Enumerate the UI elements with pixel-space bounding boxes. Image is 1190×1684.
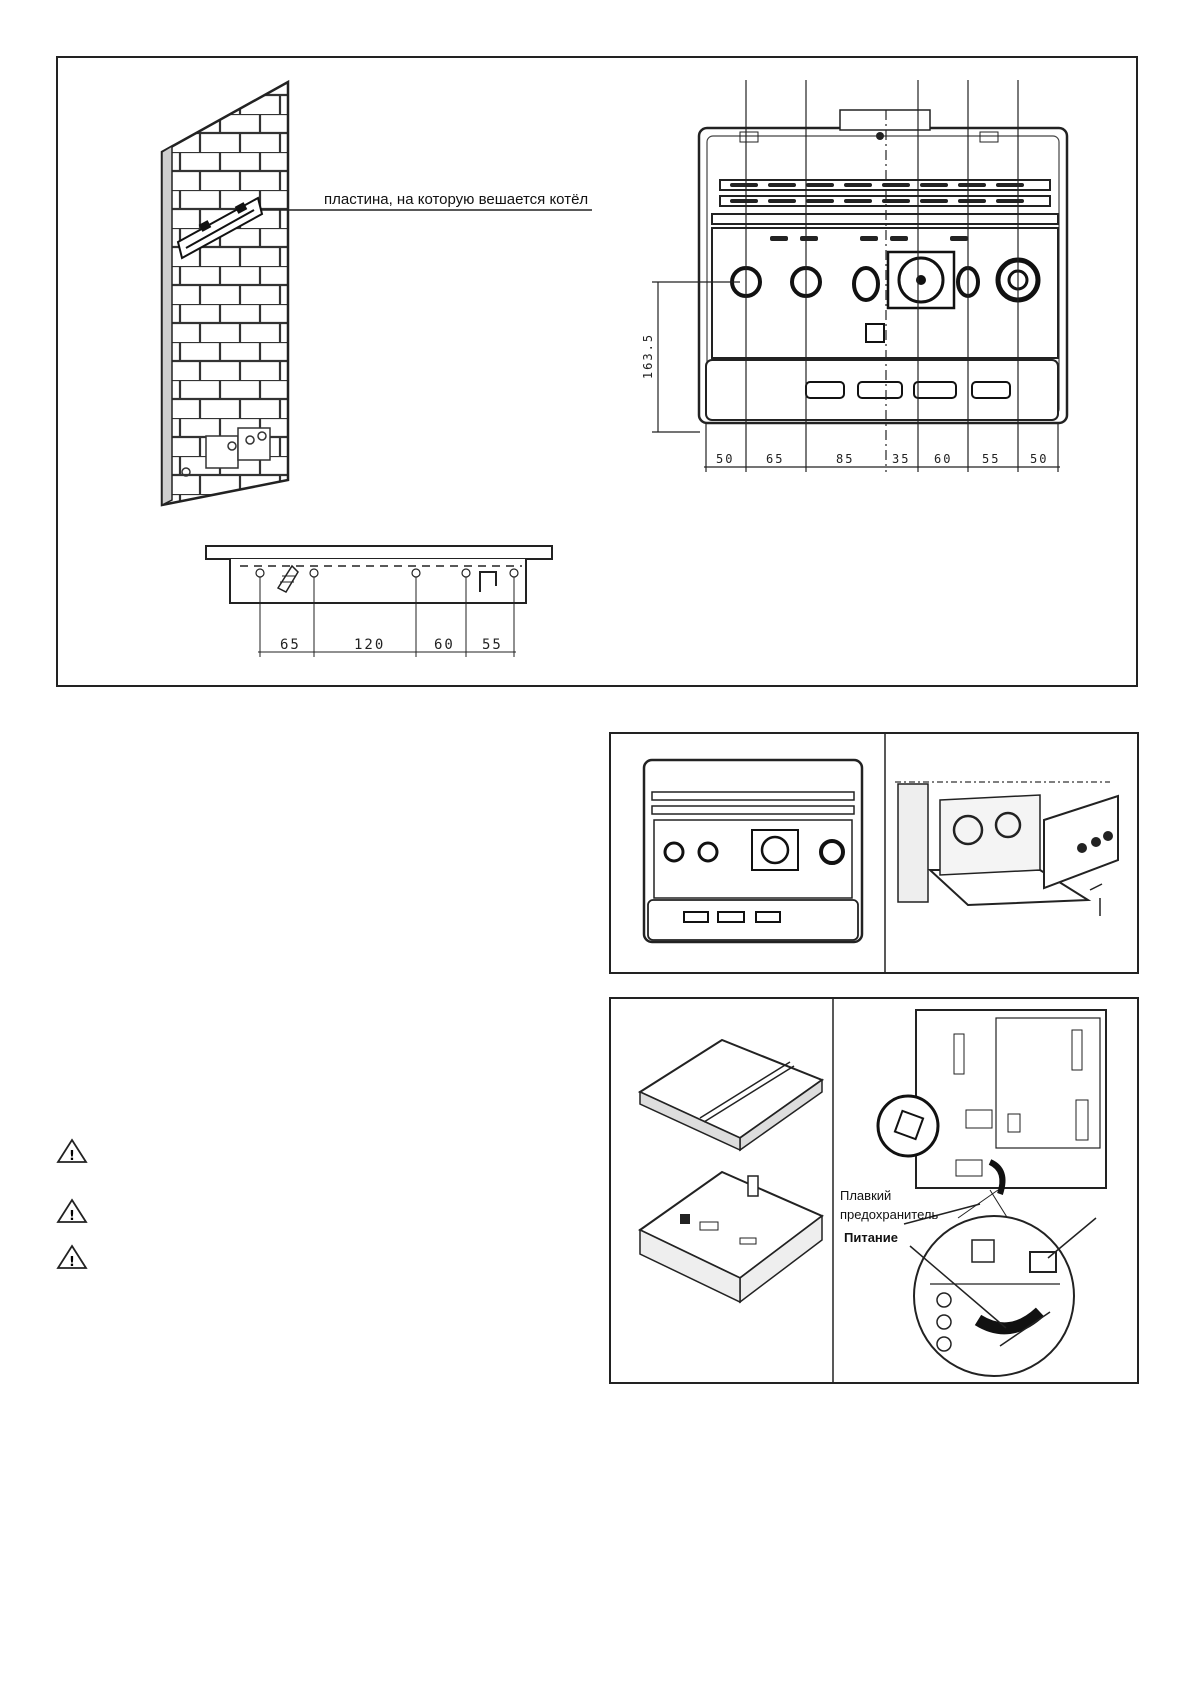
wall-mounting-plate bbox=[176, 196, 264, 260]
power-leader-line bbox=[909, 1245, 1007, 1329]
terminal-leader-line bbox=[1047, 1217, 1097, 1259]
bottom-dim-4: 35 bbox=[892, 452, 910, 466]
water-tap-icon bbox=[479, 571, 497, 592]
fuse-leader-line bbox=[903, 1203, 981, 1225]
fuse-label-line1: Плавкий bbox=[840, 1188, 891, 1203]
bottom-dim-3: 85 bbox=[836, 452, 854, 466]
mounting-template-drawing: 65 120 60 55 bbox=[205, 545, 553, 657]
control-box-base bbox=[638, 1170, 824, 1304]
vertical-dimension-label: 163.5 bbox=[641, 333, 655, 379]
wall-openings bbox=[181, 427, 271, 477]
warning-triangle-icon: ! bbox=[56, 1244, 88, 1270]
control-board bbox=[876, 1009, 1107, 1223]
warning-triangle-icon: ! bbox=[56, 1198, 88, 1224]
power-label: Питание bbox=[844, 1230, 898, 1245]
plate-dim-4: 55 bbox=[482, 637, 503, 653]
boiler-open-perspective bbox=[895, 781, 1119, 916]
boiler-bottom-view: 163.5 50 65 85 35 60 55 50 bbox=[641, 80, 1069, 472]
svg-text:!: ! bbox=[69, 1255, 75, 1270]
warning-triangle-icon: ! bbox=[56, 1138, 88, 1164]
electrical-panel: Плавкий предохранитель Питание bbox=[609, 997, 1139, 1384]
plate-dim-3: 60 bbox=[434, 637, 455, 653]
plate-dim-1: 65 bbox=[280, 637, 301, 653]
power-terminal-detail bbox=[913, 1215, 1075, 1377]
gas-valve-icon bbox=[276, 564, 299, 593]
fuse-label-line2: предохранитель bbox=[840, 1207, 938, 1222]
svg-text:!: ! bbox=[69, 1149, 75, 1164]
wall-plate-label: пластина, на которую вешается котёл bbox=[324, 191, 588, 208]
bottom-dim-5: 60 bbox=[934, 452, 952, 466]
bottom-dim-7: 50 bbox=[1030, 452, 1048, 466]
bottom-dim-1: 50 bbox=[716, 452, 734, 466]
boiler-views-panel bbox=[609, 732, 1139, 974]
svg-text:!: ! bbox=[69, 1209, 75, 1224]
control-box-cover bbox=[637, 1038, 825, 1152]
bottom-dim-6: 55 bbox=[982, 452, 1000, 466]
boiler-bottom-small bbox=[642, 758, 864, 944]
plate-dim-2: 120 bbox=[354, 637, 385, 653]
bottom-dim-2: 65 bbox=[766, 452, 784, 466]
brick-wall-illustration: пластина, на которую вешается котёл bbox=[160, 79, 592, 507]
